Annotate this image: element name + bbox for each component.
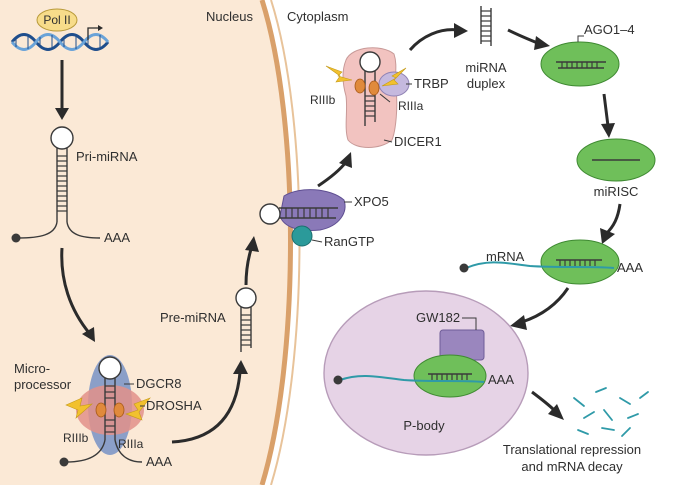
dicer-rIIIb-label: RIIIb — [310, 93, 336, 107]
microprocessor-polya-label: AAA — [146, 454, 172, 469]
pol2-label: Pol II — [43, 13, 70, 27]
xpo5-export-complex — [259, 189, 346, 247]
gw182-label: GW182 — [416, 310, 460, 325]
microprocessor-rIIIb-label: RIIIb — [63, 431, 89, 445]
ago-protein — [413, 354, 487, 398]
pbody-polya-label: AAA — [488, 372, 514, 387]
microprocessor-label-line1: Micro- — [14, 361, 50, 376]
transcription-start-icon — [87, 25, 103, 40]
dicer1-label: DICER1 — [394, 134, 442, 149]
pol2-enzyme: Pol II — [36, 8, 78, 32]
pri-mirna-hairpin — [11, 126, 101, 243]
lightning-bolt-icon — [325, 65, 353, 83]
rnase-iiib-domain — [95, 402, 107, 418]
5-prime-cap-icon — [59, 457, 69, 467]
rna-fragment-icon — [573, 387, 649, 437]
mirisc-complex — [576, 138, 656, 182]
dgcr8-label: DGCR8 — [136, 376, 182, 391]
drosha-protein — [76, 385, 144, 435]
xpo5-label: XPO5 — [354, 194, 389, 209]
microprocessor-complex — [59, 355, 151, 467]
xpo5-protein — [279, 189, 346, 231]
mirisc-label: miRISC — [594, 184, 639, 199]
rangtp-protein — [291, 225, 313, 247]
ago-loading-complex — [540, 41, 620, 87]
dicer1-protein — [342, 47, 398, 148]
lightning-bolt-icon — [125, 397, 151, 421]
rnase-iiia-domain — [368, 80, 380, 96]
pre-mirna-hairpin — [235, 287, 257, 352]
nuclear-membrane — [259, 0, 293, 485]
rnase-iiib-domain — [354, 78, 366, 94]
drosha-label: DROSHA — [146, 398, 202, 413]
mrna-polya-label: AAA — [617, 260, 643, 275]
ago-protein — [540, 41, 620, 87]
5-prime-cap-icon — [11, 233, 21, 243]
outcome-label-line1: Translational repression — [503, 442, 641, 457]
dicer-complex — [325, 47, 410, 148]
pre-mirna-label: Pre-miRNA — [160, 310, 226, 325]
rnase-iiia-domain — [113, 402, 125, 418]
5-prime-cap-icon — [333, 375, 343, 385]
pri-mirna-polya-label: AAA — [104, 230, 130, 245]
5-prime-cap-icon — [459, 263, 469, 273]
pri-mirna-label: Pri-miRNA — [76, 149, 138, 164]
microprocessor-label-line2: processor — [14, 377, 72, 392]
mirna-duplex-label-line1: miRNA — [465, 60, 506, 75]
mrna-target — [459, 239, 620, 285]
trbp-label: TRBP — [414, 76, 449, 91]
pbody-label: P-body — [403, 418, 445, 433]
dna-helix — [10, 33, 110, 51]
rangtp-label: RanGTP — [324, 234, 375, 249]
mirna-duplex — [480, 6, 492, 46]
nucleus-label: Nucleus — [206, 9, 253, 24]
mrna-label: mRNA — [486, 249, 525, 264]
microprocessor-rIIIa-label: RIIIa — [118, 437, 144, 451]
dicer-rIIIa-label: RIIIa — [398, 99, 424, 113]
outcome-label-line2: and mRNA decay — [521, 459, 623, 474]
nucleus-region — [0, 0, 291, 485]
mirna-duplex-label-line2: duplex — [467, 76, 506, 91]
cytoplasm-label: Cytoplasm — [287, 9, 348, 24]
lightning-bolt-icon — [65, 397, 93, 419]
ago-label: AGO1–4 — [584, 22, 635, 37]
p-body — [323, 290, 529, 456]
lightning-bolt-icon — [381, 67, 407, 87]
